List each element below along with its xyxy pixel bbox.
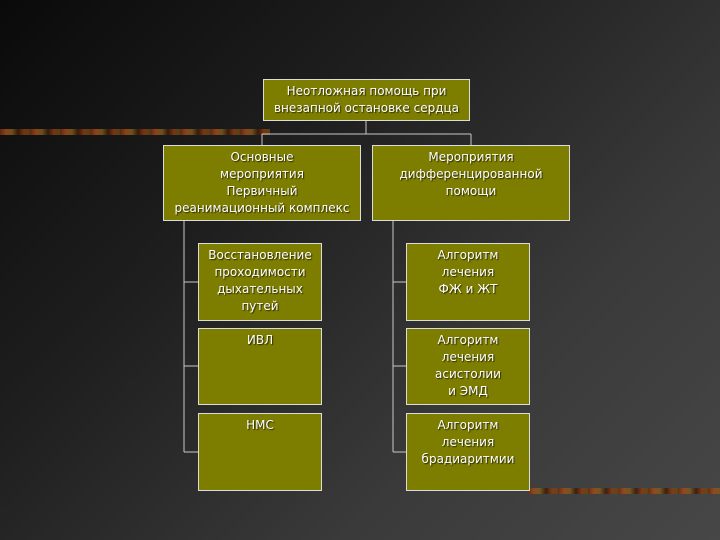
left-branch-node: Основные мероприятия Первичный реанимаци…	[163, 145, 361, 221]
left-child-nms: НМС	[198, 413, 322, 491]
right-child-bradyarrhythmia: Алгоритм лечения брадиаритмии	[406, 413, 530, 491]
decorative-stripe-bottom	[528, 488, 720, 494]
right-child-asystole: Алгоритм лечения асистолии и ЭМД	[406, 328, 530, 405]
right-child-vf-vt: Алгоритм лечения ФЖ и ЖТ	[406, 243, 530, 321]
decorative-stripe-top	[0, 129, 270, 135]
root-node: Неотложная помощь при внезапной остановк…	[263, 79, 470, 121]
left-child-airway: Восстановление проходимости дыхательных …	[198, 243, 322, 321]
right-branch-node: Мероприятия дифференцированной помощи	[372, 145, 570, 221]
left-child-ivl: ИВЛ	[198, 328, 322, 405]
